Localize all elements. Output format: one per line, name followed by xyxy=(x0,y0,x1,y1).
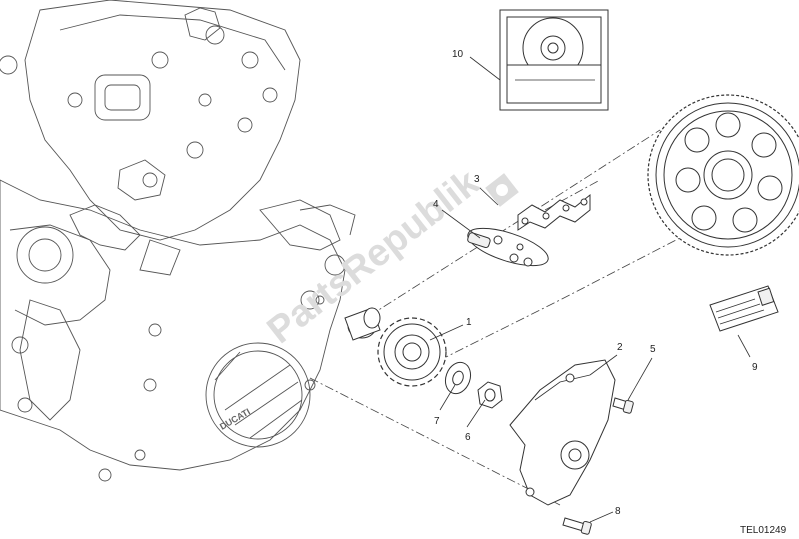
front-sprocket xyxy=(377,317,447,387)
chain-guide-inset xyxy=(499,9,609,111)
sprocket-nut xyxy=(477,381,503,409)
callout-10: 10 xyxy=(452,49,464,60)
engine-cover-logo: DUCATI xyxy=(218,406,252,431)
callout-leaders xyxy=(429,56,751,523)
watermark-gear-icon xyxy=(485,173,519,207)
callout-3: 3 xyxy=(474,174,480,185)
callout-5: 5 xyxy=(650,344,656,355)
drawing-code: TEL01249 xyxy=(740,525,787,536)
sprocket-cover xyxy=(509,359,616,506)
lock-washer xyxy=(444,361,472,395)
engine-assembly: DUCATI xyxy=(0,0,356,482)
spacer-bushing xyxy=(344,307,381,341)
warning-label xyxy=(709,285,779,332)
cover-screw-upper xyxy=(612,397,634,414)
callout-7: 7 xyxy=(434,416,440,427)
callout-labels: 1 2 3 4 5 6 7 8 9 10 xyxy=(433,49,758,517)
callout-8: 8 xyxy=(615,506,621,517)
callout-1: 1 xyxy=(466,317,472,328)
callout-9: 9 xyxy=(752,362,758,373)
chain-link-kit xyxy=(467,227,549,267)
cover-screw-lower xyxy=(562,517,592,535)
rear-sprocket xyxy=(647,94,799,256)
callout-6: 6 xyxy=(465,432,471,443)
drive-chain xyxy=(517,193,591,231)
callout-4: 4 xyxy=(433,199,439,210)
callout-2: 2 xyxy=(617,342,623,353)
